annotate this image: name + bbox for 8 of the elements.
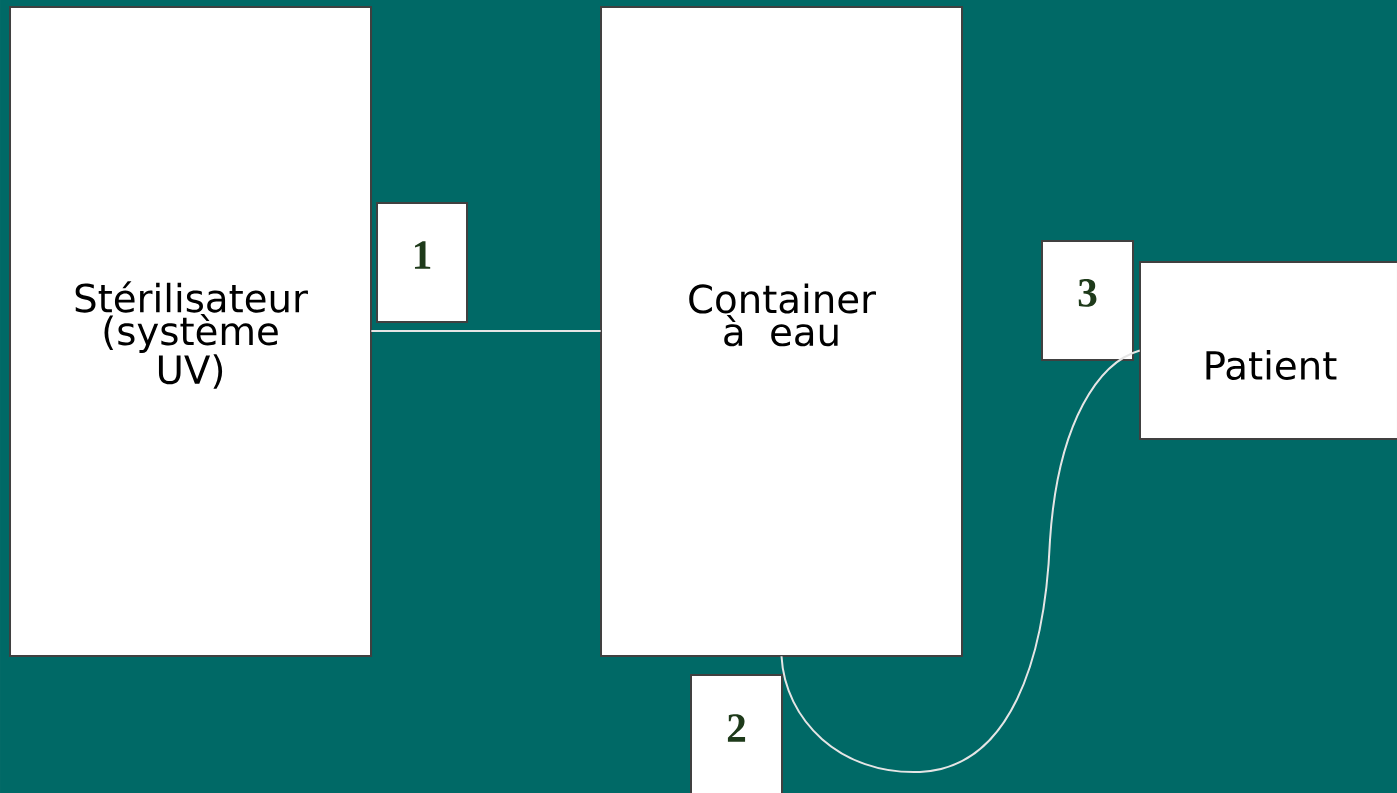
number-box: 2 <box>690 674 783 793</box>
connector-line <box>780 349 1141 773</box>
process-box: Patient <box>1139 261 1397 440</box>
number-box: 1 <box>376 202 468 323</box>
connector-line <box>370 330 602 332</box>
process-box: Container à eau <box>600 6 963 657</box>
process-box: Stérilisateur (système UV) <box>9 6 372 657</box>
number-box: 3 <box>1041 240 1134 361</box>
